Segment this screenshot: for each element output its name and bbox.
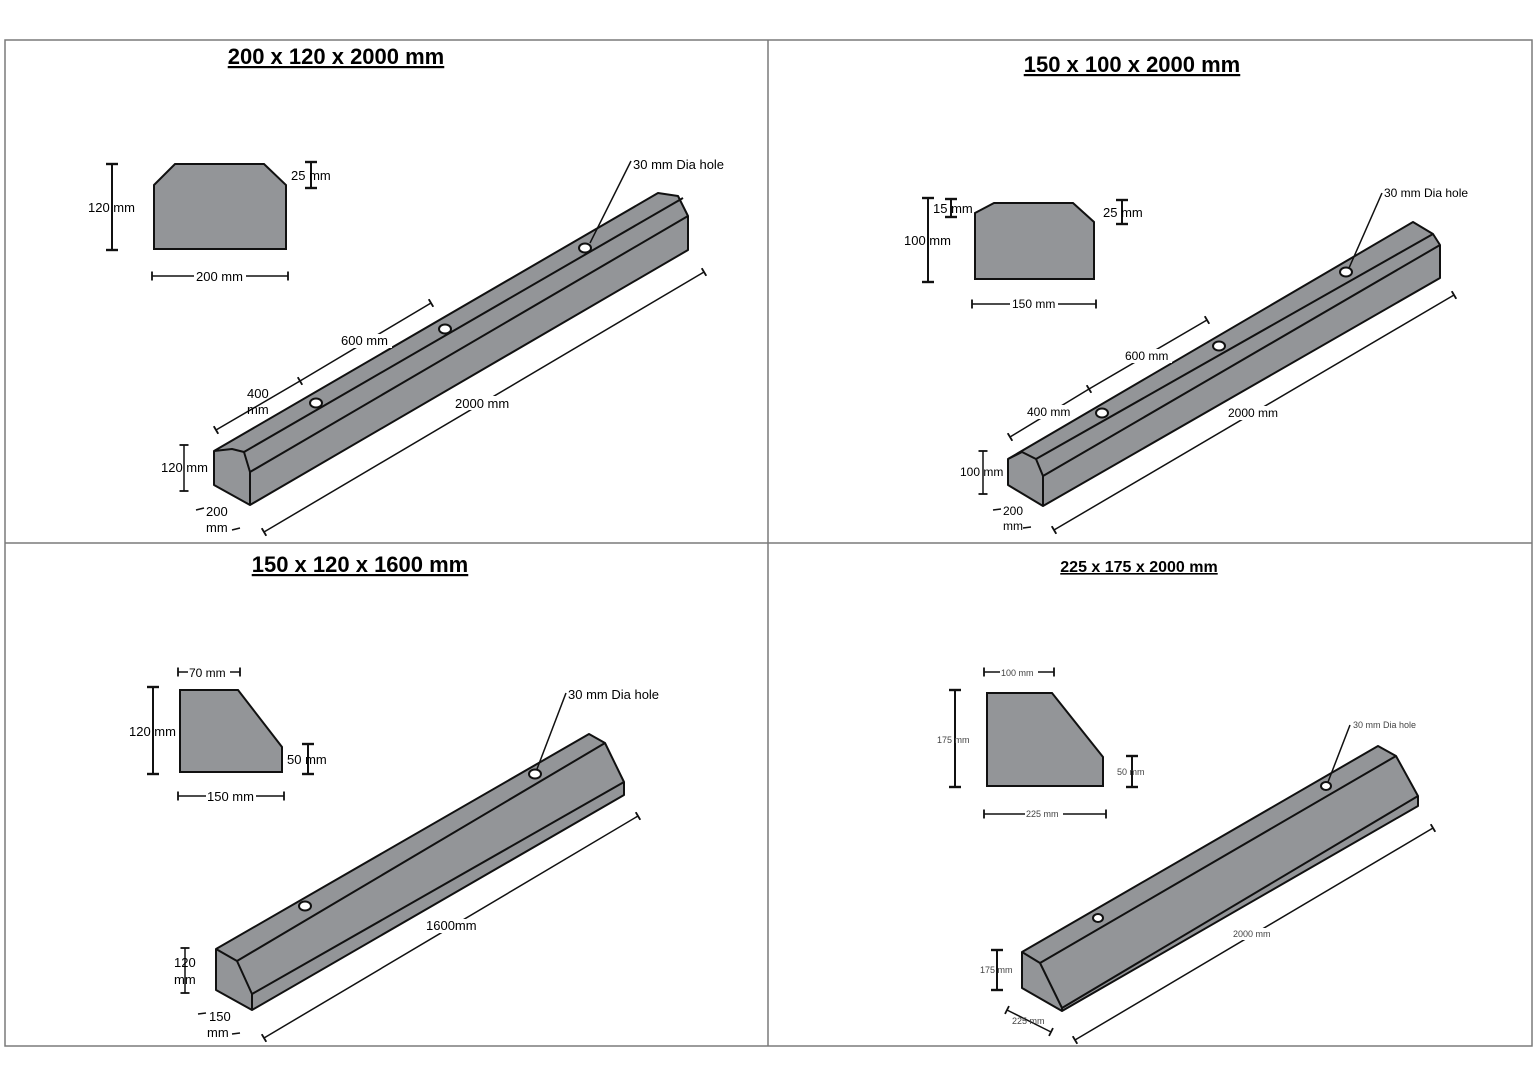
profile-height-label: 120 mm — [88, 200, 135, 215]
beam-height-label: 100 mm — [960, 465, 1003, 479]
length-label: 1600mm — [426, 918, 477, 933]
length-label: 2000 mm — [1233, 929, 1271, 939]
panel-150x120x1600: 150 x 120 x 1600 mm 70 mm 120 mm 50 mm 1… — [129, 552, 659, 1043]
profile-height-label: 120 mm — [129, 724, 176, 739]
panel-200x120x2000: 200 x 120 x 2000 mm 120 mm 25 mm 200 mm … — [88, 44, 724, 537]
hole-callout: 30 mm Dia hole — [633, 157, 724, 172]
cross-section-profile: 120 mm 25 mm 200 mm — [88, 160, 331, 284]
panel-title: 150 x 120 x 1600 mm — [252, 552, 469, 577]
profile-width-label: 200 mm — [196, 269, 243, 284]
beam-depth-label: 225 mm — [1012, 1016, 1045, 1026]
length-label: 2000 mm — [1228, 406, 1278, 420]
profile-width-label: 225 mm — [1026, 809, 1059, 819]
cross-section-profile: 100 mm 175 mm 50 mm 225 mm — [937, 666, 1145, 820]
chamfer-label: 25 mm — [291, 168, 331, 183]
sheet-frame — [4, 39, 1533, 1047]
beam-depth-label: 150 — [209, 1009, 231, 1024]
beam-isometric — [215, 733, 625, 1011]
panel-title: 225 x 175 x 2000 mm — [1060, 559, 1217, 576]
hole-spacing-1-label: 400 mm — [1027, 405, 1070, 419]
beam-height-label: 175 mm — [980, 965, 1013, 975]
profile-width-label: 150 mm — [207, 789, 254, 804]
profile-top-label: 70 mm — [189, 666, 226, 680]
hole-spacing-2-label: 600 mm — [1125, 349, 1168, 363]
profile-height-label: 100 mm — [904, 233, 951, 248]
chamfer-left-label: 15 mm — [933, 201, 973, 216]
beam-depth-unit: mm — [1003, 519, 1023, 533]
profile-side-label: 50 mm — [287, 752, 327, 767]
hole-callout: 30 mm Dia hole — [568, 687, 659, 702]
cross-section-profile: 70 mm 120 mm 50 mm 150 mm — [129, 665, 327, 804]
panel-225x175x2000: 225 x 175 x 2000 mm 100 mm 175 mm 50 mm … — [937, 559, 1437, 1045]
hole-spacing-1-unit: mm — [247, 402, 269, 417]
beam-depth-label: 200 — [1003, 504, 1023, 518]
hole-callout: 30 mm Dia hole — [1353, 720, 1416, 730]
beam-depth-unit: mm — [206, 520, 228, 535]
profile-side-label: 50 mm — [1117, 767, 1145, 777]
profile-top-label: 100 mm — [1001, 668, 1034, 678]
length-label: 2000 mm — [455, 396, 509, 411]
beam-depth-label: 200 — [206, 504, 228, 519]
beam-height-label: 120 mm — [161, 460, 208, 475]
panel-title: 150 x 100 x 2000 mm — [1024, 52, 1241, 77]
hole-spacing-1-label: 400 — [247, 386, 269, 401]
beam-height-label: 120 — [174, 955, 196, 970]
chamfer-right-label: 25 mm — [1103, 205, 1143, 220]
beam-depth-unit: mm — [207, 1025, 229, 1040]
hole-spacing-2-label: 600 mm — [341, 333, 388, 348]
beam-height-unit: mm — [174, 972, 196, 987]
profile-width-label: 150 mm — [1012, 297, 1055, 311]
profile-height-label: 175 mm — [937, 735, 970, 745]
panel-title: 200 x 120 x 2000 mm — [228, 44, 445, 69]
panel-150x100x2000: 150 x 100 x 2000 mm 100 mm 15 mm 25 mm 1… — [904, 52, 1468, 535]
hole-callout: 30 mm Dia hole — [1384, 186, 1468, 200]
cross-section-profile: 100 mm 15 mm 25 mm 150 mm — [904, 196, 1143, 311]
